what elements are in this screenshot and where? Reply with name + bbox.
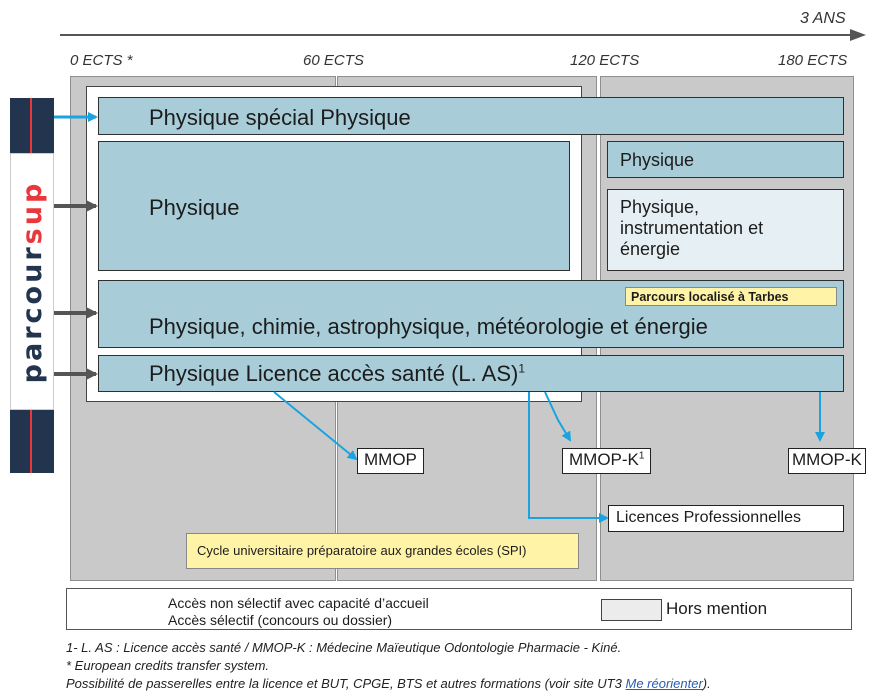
- tarbes-label: Parcours localisé à Tarbes: [631, 290, 789, 304]
- program-label: Physique Licence accès santé (L. AS): [149, 361, 519, 386]
- cupge-note: Cycle universitaire préparatoire aux gra…: [186, 533, 579, 569]
- ects-label-60: 60 ECTS: [303, 52, 364, 69]
- program-physique: Physique: [98, 141, 570, 271]
- outcome-label: MMOP-K: [569, 450, 639, 469]
- footnote-passerelles-end: ).: [702, 676, 711, 691]
- cupge-label: Cycle universitaire préparatoire aux gra…: [197, 543, 527, 558]
- parcoursup-bar-bottom: [10, 410, 54, 473]
- tarbes-badge: Parcours localisé à Tarbes: [625, 287, 837, 306]
- outcome-mmopk1: MMOP-K1: [562, 448, 652, 474]
- outcome-label: MMOP-K: [792, 450, 862, 469]
- program-physique-special: Physique spécial Physique: [98, 97, 844, 135]
- program-label: Physique, instrumentation et énergie: [620, 197, 764, 259]
- outcome-licences-pro: Licences Professionnelles: [608, 505, 844, 532]
- selective-arrow-icon: [528, 392, 609, 523]
- program-label: Physique: [620, 150, 695, 170]
- outcome-mmopk: MMOP-K: [788, 448, 866, 474]
- program-physique-l3: Physique: [607, 141, 844, 178]
- footnote-passerelles: Possibilité de passerelles entre la lice…: [66, 676, 711, 691]
- program-label: Physique: [149, 195, 240, 220]
- duration-arrow-icon: [60, 29, 866, 41]
- ects-label-180: 180 ECTS: [778, 52, 848, 69]
- footnote-passerelles-text: Possibilité de passerelles entre la lice…: [66, 676, 626, 691]
- outcome-label: Licences Professionnelles: [616, 509, 801, 526]
- legend-selective: Accès sélectif (concours ou dossier): [168, 612, 393, 628]
- program-las: Physique Licence accès santé (L. AS)1: [98, 355, 844, 392]
- selective-arrow-icon: [544, 391, 572, 442]
- outcome-label: MMOP: [364, 450, 417, 469]
- selective-arrow-icon: [273, 391, 358, 461]
- footnote-ects: * European credits transfer system.: [66, 658, 270, 673]
- parcoursup-bar-top: [10, 98, 54, 153]
- me-reorienter-link[interactable]: Me réorienter: [625, 676, 703, 691]
- hors-mention-label: Hors mention: [666, 599, 768, 618]
- parcoursup-redline-bottom: [30, 410, 32, 473]
- ects-label-0: 0 ECTS *: [70, 52, 133, 69]
- program-label-sup: 1: [518, 361, 526, 376]
- outcome-label-sup: 1: [638, 450, 645, 462]
- outcome-mmop: MMOP: [357, 448, 424, 474]
- program-label: Physique, chimie, astrophysique, météoro…: [149, 314, 708, 339]
- footnote-las: 1- L. AS : Licence accès santé / MMOP-K …: [66, 640, 622, 655]
- ects-label-120: 120 ECTS: [570, 52, 640, 69]
- hors-mention-swatch: [601, 599, 662, 621]
- legend-non-selective: Accès non sélectif avec capacité d’accue…: [168, 595, 429, 611]
- program-label: Physique spécial Physique: [149, 105, 411, 130]
- duration-label: 3 ANS: [800, 10, 846, 27]
- program-instrumentation: Physique, instrumentation et énergie: [607, 189, 844, 271]
- legend-box: [66, 588, 852, 630]
- parcoursup-redline-top: [30, 98, 32, 153]
